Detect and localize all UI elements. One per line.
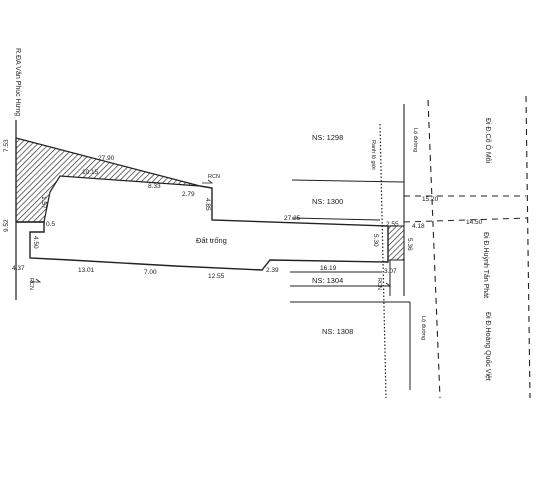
dashed-road-line-1 [427,99,441,399]
right-road-label-1: Đi Đ.Cô Ô Môi [484,118,493,164]
dim-left-753: 7.53 [3,139,10,152]
vacant-land-label: Đất trống [196,236,227,245]
alley-label-lower: Lộ đường [420,316,426,340]
parcel-ns-1308: NS: 1308 [322,327,353,336]
lot-outline [16,185,389,271]
dim-right-1520: 15.20 [422,196,439,203]
ns1298-ns1300-line [291,179,405,183]
dim-right-1450: 14.50 [466,219,483,226]
parcel-ns-1300: NS: 1300 [312,197,343,206]
dim-bottom-700: 7.00 [144,269,157,276]
hatched-setback-right [387,225,405,261]
dim-right-536: 5.36 [406,238,413,251]
rcn-bottom-right-label: RCN [376,278,382,290]
dotted-line-note: Ranh lộ giới [370,140,376,170]
dim-bottom-239: 2.39 [266,267,279,274]
right-road-label-3: Đi Đ.Hoàng Quốc Việt [484,312,493,381]
dim-left-05: 0.5 [46,221,55,228]
dim-bottom-1255: 12.55 [208,273,225,280]
dim-right-418: 4.18 [412,223,425,230]
parcel-ns-1304: NS: 1304 [312,276,343,285]
dim-left-952: 9.52 [3,219,10,232]
dim-top-hatch-edge: 27.90 [98,155,115,162]
dim-left-650: 4.50 [32,236,39,249]
dashed-road-line-2 [525,95,531,399]
dashed-cross-line-2 [403,217,529,223]
parcel-ns-1298: NS: 1298 [312,133,343,142]
ns1300-bottom-line [291,217,381,221]
dim-edge-255: 2.55 [386,221,399,228]
dim-small-279: 2.79 [182,191,195,198]
dim-bottom-1619: 16.19 [320,265,337,272]
rcn-bottom-left-arrow [30,278,42,283]
alley-label-upper: Lộ đường [412,128,418,152]
dim-bottom-307: 3.07 [384,268,397,275]
hatched-setback-top [15,137,201,223]
dim-right-530: 5.30 [372,234,379,247]
dim-bottom-1301: 13.01 [78,267,95,274]
rcn-top-arrow [202,179,214,184]
dim-inner-mid: 8.33 [148,183,161,190]
dotted-alignment-line [379,123,387,399]
dim-inner-top: 10.15 [82,169,99,176]
rcn-bottom-right-arrow [380,282,392,287]
dim-bottom-left-437: 4.37 [12,265,25,272]
dim-edge-2725: 27.25 [284,215,301,222]
rcn-top-label: RCN [208,174,220,180]
dim-left-157: 1.57 [40,196,47,209]
left-road-label: R.ĐA Văn Phúc Hưng [14,48,21,116]
right-road-label-2: Đi Đ.Huỳnh Tấn Phát [482,232,491,298]
rcn-bottom-left-label: RCN [28,278,34,290]
dim-vert-485: 4.85 [204,198,211,211]
